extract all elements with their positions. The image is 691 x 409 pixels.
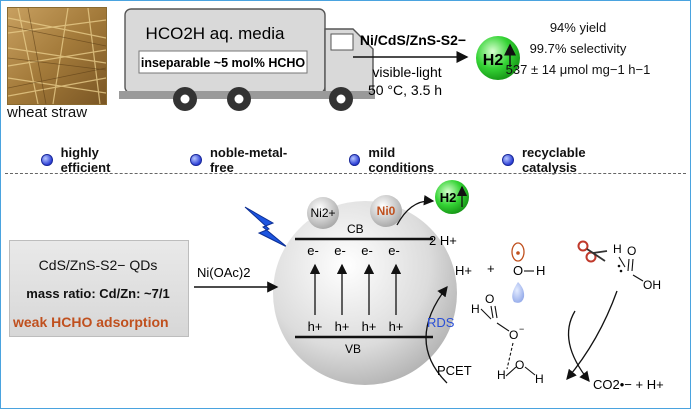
condition-temp-time: 50 °C, 3.5 h [368, 82, 442, 98]
co2-radical-product: CO2•− + H+ [593, 377, 664, 392]
performance-stats: 94% yield 99.7% selectivity 537 ± 14 μmo… [488, 17, 668, 80]
svg-text:H: H [497, 368, 506, 382]
qd-title: CdS/ZnS-S2− QDs [38, 257, 158, 273]
lightning-icon [244, 206, 288, 248]
qd-mass-ratio: mass ratio: Cd/Zn: ~7/1 [26, 286, 170, 301]
truck-wheel [329, 87, 353, 111]
h2-evolution-arrow [396, 195, 435, 226]
bullet-icon [41, 154, 53, 166]
yield-stat: 94% yield [549, 20, 607, 35]
truck-wheel [227, 87, 251, 111]
svg-text:O: O [627, 244, 636, 258]
hole: h+ [308, 319, 323, 334]
feature-tag-label: recyclable catalysis [521, 145, 586, 175]
svg-text:H: H [536, 263, 545, 278]
feature-tag: recyclable catalysis [502, 145, 639, 175]
svg-text:O: O [513, 263, 523, 278]
ni0-sphere: Ni0 [370, 195, 402, 227]
svg-text:O: O [515, 358, 524, 372]
ni2-label: Ni2+ [310, 206, 335, 220]
feature-tag: highly efficient [41, 145, 148, 175]
electron: e- [388, 243, 400, 258]
h2-evolution-sphere: H2 [435, 180, 469, 214]
feature-tag: noble-metal-free [190, 145, 306, 175]
bullet-icon [348, 154, 361, 166]
svg-text:H: H [471, 302, 480, 316]
formate-water-complex: H O O − H O H [471, 292, 544, 386]
truck-media-label: HCO2H aq. media [146, 24, 285, 43]
pcet-arrow [425, 285, 448, 384]
svg-text:H: H [535, 372, 544, 386]
qd-particle-sphere [273, 201, 457, 385]
proton-reagent: 2 H+ [429, 233, 457, 248]
cb-label: CB [347, 222, 364, 236]
svg-text:O: O [485, 292, 494, 306]
h2-evolution-label: H2 [440, 190, 457, 205]
electron: e- [334, 243, 346, 258]
qd-info-box [9, 240, 189, 337]
bullet-icon [502, 154, 514, 166]
feature-tag-label: noble-metal-free [209, 145, 288, 175]
svg-text:O: O [509, 328, 518, 342]
feature-tag: mild conditions [348, 145, 461, 175]
truck-graphic: HCO2H aq. media inseparable ~5 mol% HCHO [119, 8, 375, 111]
hole: h+ [389, 319, 404, 334]
rate-stat: 537 ± 14 μmol mg−1 h−1 [505, 62, 651, 77]
feature-tags: highly efficient noble-metal-free mild c… [41, 145, 681, 175]
condition-light: visible-light [372, 64, 441, 80]
bullet-icon [190, 154, 202, 166]
qd-adsorption-note: weak HCHO adsorption [13, 314, 169, 330]
svg-text:OH: OH [643, 278, 661, 292]
pcet-label: PCET [437, 363, 472, 378]
cycle-arrow-right [566, 290, 618, 380]
feature-tag-label: mild conditions [368, 145, 435, 175]
electron: e- [361, 243, 373, 258]
hole: h+ [362, 319, 377, 334]
h2-product-label: H2 [483, 52, 504, 69]
truck-impurity-label: inseparable ~5 mol% HCHO [141, 56, 306, 70]
svg-text:H: H [613, 242, 622, 256]
wheat-straw-image [7, 7, 107, 105]
electron: e- [307, 243, 319, 258]
catalyst-label: Ni/CdS/ZnS-S2− [360, 32, 466, 48]
ni0-label: Ni0 [377, 204, 396, 218]
hole: h+ [335, 319, 350, 334]
selectivity-stat: 99.7% selectivity [529, 41, 627, 56]
section-divider [5, 173, 686, 174]
rds-label: RDS [427, 315, 455, 330]
formic-acid-molecule: H O OH [613, 242, 661, 292]
hydroxyl-radical: O H [511, 242, 545, 303]
h2-product-sphere: H2 [476, 36, 520, 80]
truck-wheel [173, 87, 197, 111]
wheat-straw-caption: wheat straw [7, 104, 88, 121]
svg-text:−: − [519, 324, 524, 334]
nickel-acetate-label: Ni(OAc)2 [197, 265, 250, 280]
scissors-icon [577, 240, 608, 263]
ni2-sphere: Ni2+ [307, 197, 339, 229]
proton: H+ [455, 263, 472, 278]
feature-tag-label: highly efficient [60, 145, 111, 175]
plus-sign: + [487, 261, 495, 276]
vb-label: VB [345, 342, 361, 356]
cycle-arrow-left [567, 310, 590, 383]
